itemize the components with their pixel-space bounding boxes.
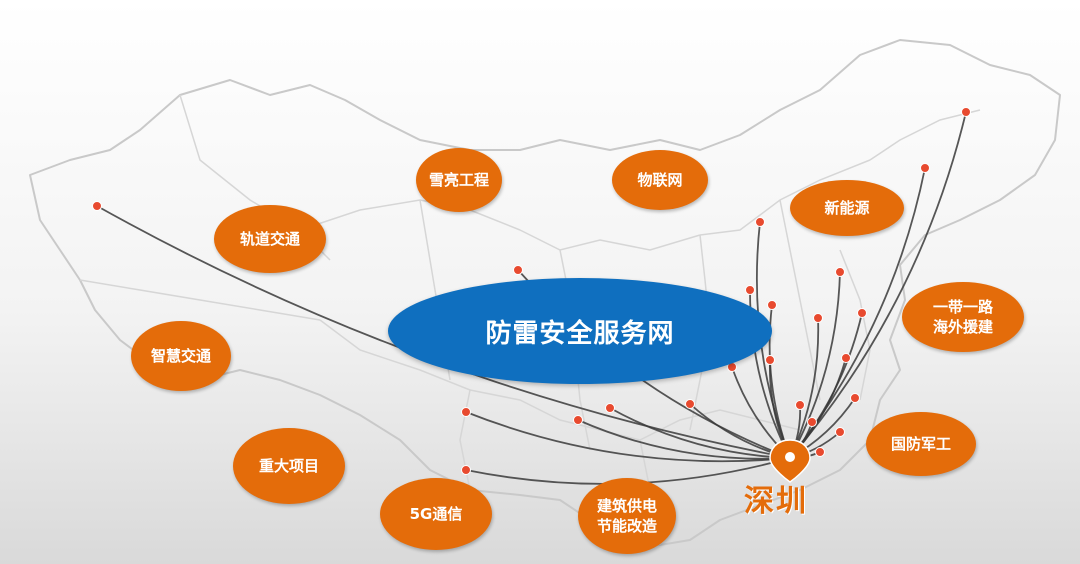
hub-city-label: 深圳 — [744, 484, 808, 519]
route-endpoint-dot — [461, 465, 471, 475]
route-endpoint-dot — [841, 353, 851, 363]
bubble-iot: 物联网 — [612, 150, 708, 210]
route-endpoint-dot — [573, 415, 583, 425]
bubble-label: 重大项目 — [258, 456, 319, 475]
route-endpoint-dot — [92, 201, 102, 211]
bubble-label: 新能源 — [824, 198, 870, 217]
route-endpoint-dot — [835, 427, 845, 437]
bubble-label: 5G通信 — [409, 504, 463, 523]
route-line — [465, 411, 791, 463]
route-endpoint-dot — [605, 403, 615, 413]
route-line — [789, 271, 841, 459]
bubble-sharp-eyes-project: 雪亮工程 — [416, 148, 502, 212]
bubble-label: 智慧交通 — [150, 346, 211, 365]
route-endpoint-dot — [815, 447, 825, 457]
route-line — [577, 419, 791, 460]
route-endpoint-dot — [745, 285, 755, 295]
bubble-5g-communication: 5G通信 — [380, 478, 492, 550]
route-endpoint-dot — [835, 267, 845, 277]
route-endpoint-dot — [685, 399, 695, 409]
route-line — [789, 111, 967, 459]
bubble-new-energy: 新能源 — [790, 180, 904, 236]
route-line — [789, 317, 820, 459]
bubble-label: 物联网 — [637, 170, 683, 189]
hub-pin-icon — [769, 439, 811, 483]
route-endpoint-dot — [795, 400, 805, 410]
route-endpoint-dot — [857, 308, 867, 318]
route-endpoint-dot — [920, 163, 930, 173]
bubble-building-power-retrofit: 建筑供电 节能改造 — [578, 478, 676, 554]
bubble-label-line2: 节能改造 — [596, 517, 657, 535]
route-endpoints — [92, 107, 971, 475]
route-endpoint-dot — [767, 300, 777, 310]
bubble-rail-transit: 轨道交通 — [214, 205, 326, 273]
bubble-label-line2: 海外援建 — [932, 318, 993, 336]
map-outline — [29, 39, 1061, 546]
route-endpoint-dot — [961, 107, 971, 117]
bubble-defense-industry: 国防军工 — [866, 412, 976, 476]
bubble-label: 轨道交通 — [239, 229, 300, 248]
route-endpoint-dot — [513, 265, 523, 275]
route-endpoint-dot — [461, 407, 471, 417]
bubble-belt-and-road: 一带一路 海外援建 — [902, 282, 1024, 352]
route-endpoint-dot — [765, 355, 775, 365]
center-network-text: 防雷安全服务网 — [485, 318, 675, 349]
bubble-label: 雪亮工程 — [428, 170, 489, 189]
route-line — [609, 407, 791, 459]
bubble-label: 国防军工 — [890, 434, 951, 453]
route-endpoint-dot — [850, 393, 860, 403]
route-endpoint-dot — [755, 217, 765, 227]
bubble-major-projects: 重大项目 — [233, 428, 345, 504]
bubble-label-line1: 建筑供电 — [596, 496, 657, 515]
route-endpoint-dot — [807, 417, 817, 427]
bubble-smart-traffic: 智慧交通 — [131, 321, 231, 391]
bubble-label-line1: 一带一路 — [932, 297, 993, 316]
center-network-label: 防雷安全服务网 — [388, 278, 772, 384]
route-endpoint-dot — [813, 313, 823, 323]
